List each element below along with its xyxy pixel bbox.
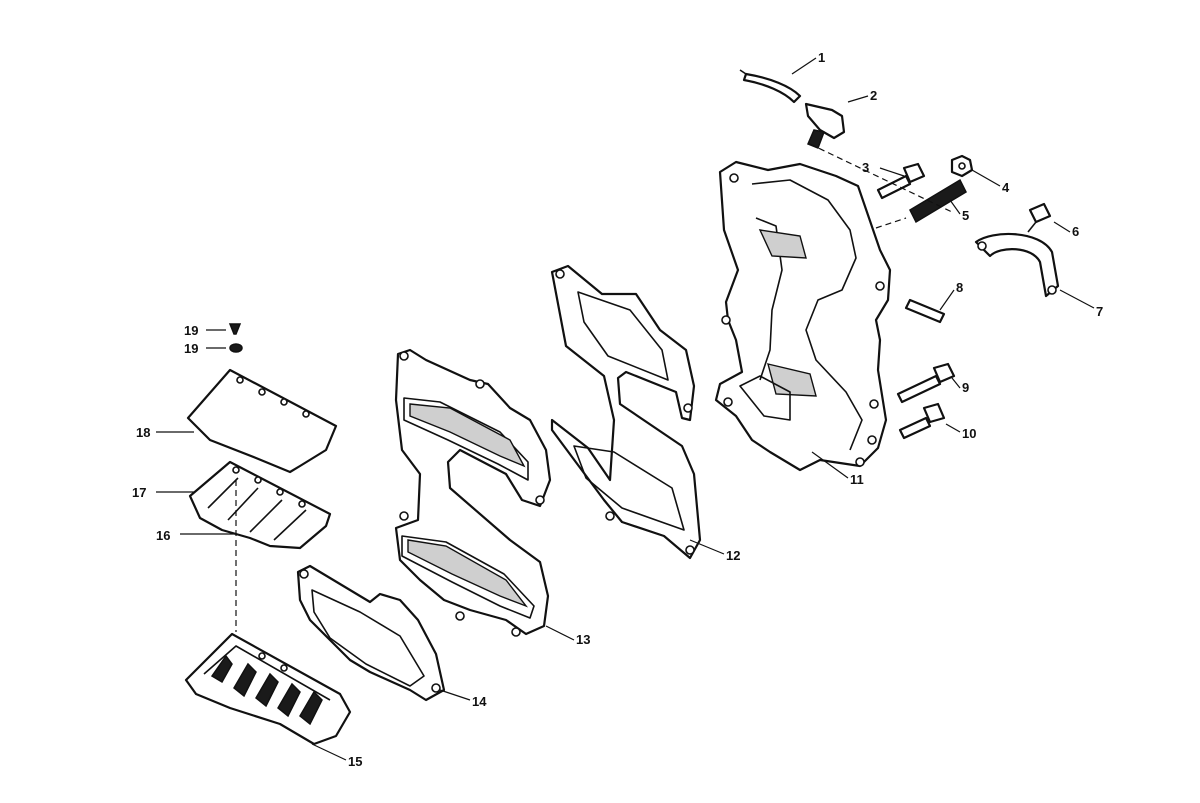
- part-10-bolt: [898, 402, 946, 440]
- part-1-hose: [739, 69, 802, 104]
- callout-labels: 1 2 3 4 5 6 7 8 9 10 11 12 13 14 15 16 1…: [132, 50, 1103, 769]
- callout-18: 18: [136, 425, 150, 440]
- callout-12: 12: [726, 548, 740, 563]
- part-12-gasket: [550, 264, 702, 560]
- leader-lines: [156, 57, 1095, 761]
- part-17-reed-petals: [188, 460, 332, 550]
- part-9-bolt: [896, 362, 956, 404]
- callout-19-screw: 19: [184, 323, 198, 338]
- part-3-bolt: [876, 162, 926, 200]
- callout-14: 14: [472, 694, 487, 709]
- callout-10: 10: [962, 426, 976, 441]
- callout-5: 5: [962, 208, 969, 223]
- callout-15: 15: [348, 754, 362, 769]
- callout-11: 11: [850, 472, 864, 487]
- part-5-stud: [909, 178, 967, 224]
- callout-8: 8: [956, 280, 963, 295]
- part-14-reed-plate-gasket: [296, 564, 446, 702]
- callout-1: 1: [818, 50, 825, 65]
- callout-19-washer: 19: [184, 341, 198, 356]
- callout-6: 6: [1072, 224, 1079, 239]
- part-13-reed-block-housing: [394, 348, 552, 637]
- part-8-stud: [904, 298, 946, 324]
- callout-13: 13: [576, 632, 590, 647]
- callout-2: 2: [870, 88, 877, 103]
- part-2-elbow-fitting: [804, 102, 846, 149]
- part-18-reed-stop: [186, 368, 338, 474]
- callout-9: 9: [962, 380, 969, 395]
- callout-17: 17: [132, 485, 146, 500]
- callout-7: 7: [1096, 304, 1103, 319]
- alignment-lines: [235, 143, 953, 632]
- part-15-reed-block: [184, 632, 352, 746]
- part-11-manifold-housing: [714, 160, 892, 472]
- callout-4: 4: [1002, 180, 1010, 195]
- part-6-screw: [1027, 202, 1052, 233]
- callout-16: 16: [156, 528, 170, 543]
- part-7-clamp: [974, 232, 1060, 298]
- callout-3: 3: [862, 160, 869, 175]
- part-19-screw-washer: [228, 323, 243, 353]
- part-4-nut: [950, 154, 974, 178]
